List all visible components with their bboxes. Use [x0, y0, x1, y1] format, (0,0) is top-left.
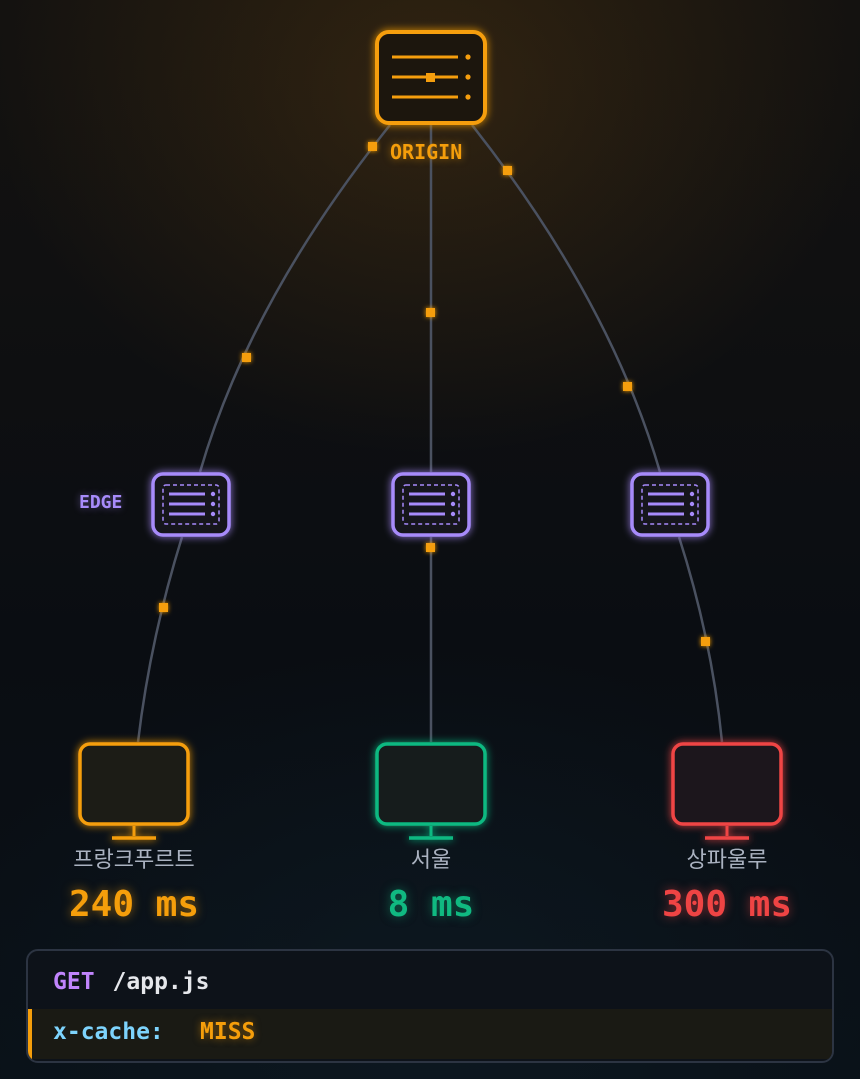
- client-latency-1: 240 ms: [68, 884, 200, 925]
- request-line: GET/app.js: [53, 969, 209, 995]
- link-origin-edge-3: [471, 124, 662, 473]
- link-origin-edge-1: [198, 124, 391, 473]
- edge-server-icon: [391, 472, 471, 537]
- link-edge-client-1: [136, 536, 184, 743]
- client-latency-2: 8 ms: [387, 884, 475, 925]
- cache-status-row: x-cache: MISS: [28, 1009, 832, 1059]
- packet-dot: [426, 543, 435, 552]
- link-edge-client-3: [677, 536, 724, 743]
- packet-dot: [242, 353, 251, 362]
- monitor-icon: [671, 742, 783, 840]
- packet-dot: [623, 382, 632, 391]
- request-path: /app.js: [112, 969, 210, 995]
- request-panel: GET/app.js x-cache: MISS: [26, 949, 834, 1063]
- edge-label: EDGE: [79, 492, 123, 513]
- monitor-icon: [78, 742, 190, 840]
- client-city-1: 프랑크푸르트: [73, 848, 195, 873]
- packet-dot: [701, 637, 710, 646]
- packet-dot: [159, 603, 168, 612]
- cache-header-value: MISS: [200, 1019, 256, 1045]
- edge-server-icon: [630, 472, 710, 537]
- packet-dot: [503, 166, 512, 175]
- monitor-icon: [375, 742, 487, 840]
- packet-dot: [368, 142, 377, 151]
- cdn-topology: [78, 30, 783, 840]
- cache-header-key: x-cache:: [53, 1019, 164, 1045]
- edge-server-icon: [151, 472, 231, 537]
- request-method: GET: [53, 969, 95, 995]
- client-latency-3: 300 ms: [661, 884, 793, 925]
- client-city-3: 상파울루: [686, 848, 768, 873]
- origin-server-icon: [375, 30, 487, 125]
- client-city-2: 서울: [410, 848, 452, 873]
- origin-label: ORIGIN: [390, 140, 463, 164]
- packet-dot: [426, 308, 435, 317]
